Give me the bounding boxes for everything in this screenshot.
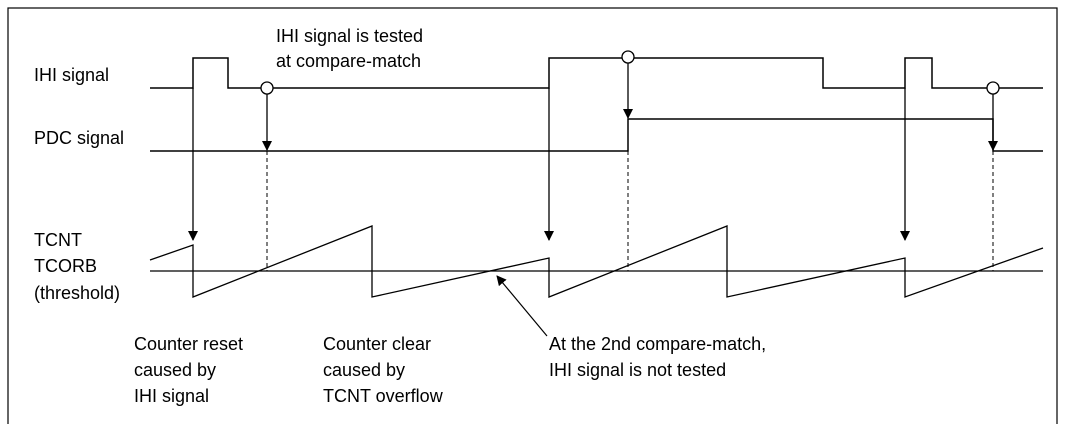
counter-reset-note-line2: caused by [134,360,216,380]
tcnt-sawtooth-waveform [149,225,1044,298]
compare-match-test-marker-2 [621,50,635,64]
ihi-tested-annotation-line1: IHI signal is tested [276,26,423,46]
compare-match-test-marker-1 [260,81,274,95]
ihi-signal-waveform [150,57,1043,89]
counter-reset-note-line3: IHI signal [134,386,209,406]
pdc-signal-waveform [150,118,1043,152]
pdc-signal-label: PDC signal [34,128,124,148]
tcnt-label: TCNT [34,230,82,250]
counter-clear-note-line3: TCNT overflow [323,386,444,406]
tcorb-label: TCORB [34,256,97,276]
threshold-label: (threshold) [34,283,120,303]
ihi-tested-annotation-line2: at compare-match [276,51,421,71]
compare-match-test-marker-3 [986,81,1000,95]
counter-clear-note-line1: Counter clear [323,334,431,354]
second-match-pointer-arrow [496,275,548,337]
second-match-note-line2: IHI signal is not tested [549,360,726,380]
second-match-note-line1: At the 2nd compare-match, [549,334,766,354]
ihi-signal-label: IHI signal [34,65,109,85]
counter-reset-note-line1: Counter reset [134,334,243,354]
counter-clear-note-line2: caused by [323,360,405,380]
